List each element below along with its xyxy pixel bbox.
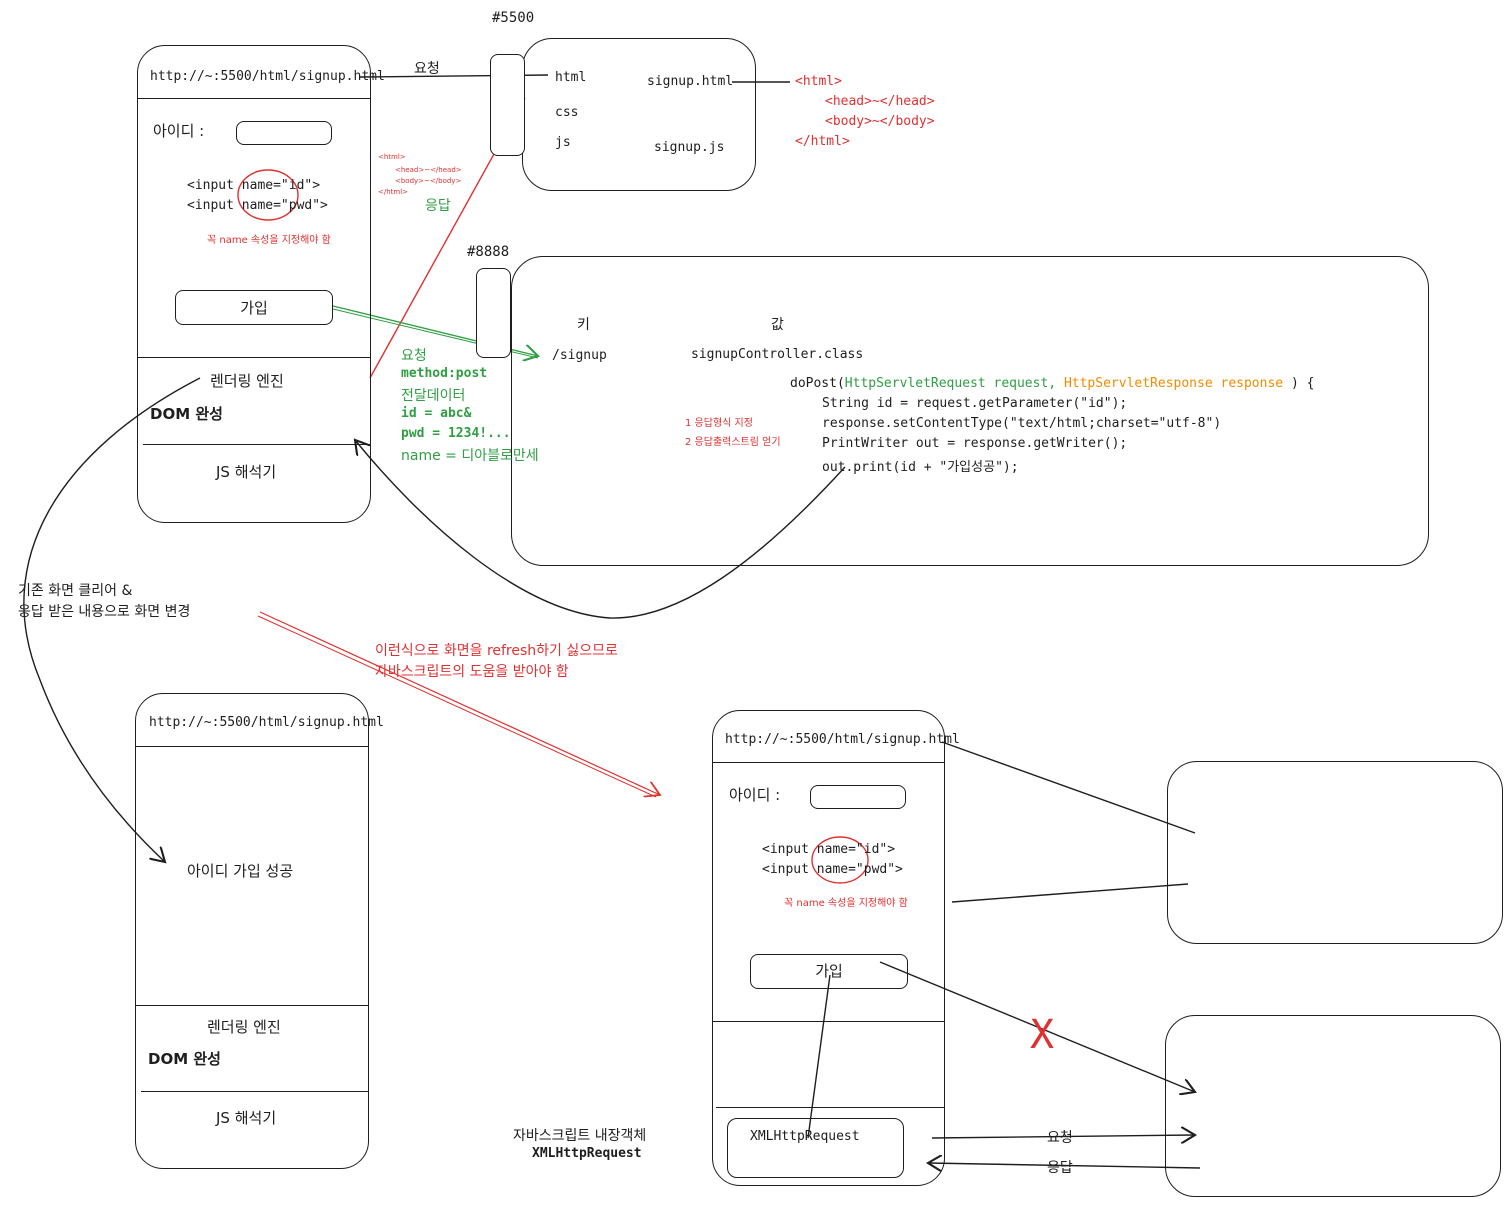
render-curve [23, 377, 201, 862]
browser1-dom: DOM 완성 [150, 405, 223, 423]
name-circle-2 [811, 836, 869, 884]
small-html-1: <html> [378, 153, 406, 161]
mapping-key: /signup [552, 348, 607, 363]
browser1-engine: 렌더링 엔진 [210, 372, 284, 390]
servlet-code-4: out.print(id + "가입성공"); [822, 460, 1019, 475]
refresh-arrow [259, 611, 660, 795]
browser3-code-2: <input name="pwd"> [762, 862, 903, 877]
dopost-param1: HttpServletRequest request, [844, 376, 1057, 391]
servlet-code-3: PrintWriter out = response.getWriter(); [822, 436, 1128, 451]
browser2-js: JS 해석기 [216, 1109, 277, 1127]
green-request-1: 요청 [401, 348, 427, 364]
html-code-1: <html> [795, 74, 842, 89]
server5500-file-html: html [555, 70, 587, 85]
server5500-file-css: css [555, 105, 579, 120]
green-request-5: pwd = 1234!... [401, 426, 511, 441]
dopost-param2: HttpServletResponse response [1063, 376, 1284, 391]
server5500-file-js: js [555, 135, 571, 150]
browser2-message: 아이디 가입 성공 [187, 862, 294, 880]
response-curve-8888 [355, 440, 846, 619]
html-code-4: </html> [795, 134, 850, 149]
dopost-suffix: ) { [1290, 376, 1315, 391]
server5500-file-signup-js: signup.js [654, 140, 725, 155]
browser-window-2 [135, 693, 369, 1169]
small-html-4: </html> [378, 188, 409, 196]
browser1-id-input[interactable] [236, 121, 332, 145]
browser1-code-2: <input name="pwd"> [187, 198, 328, 213]
button-to-xhr [807, 974, 831, 1139]
servlet-code-1: String id = request.getParameter("id"); [822, 396, 1128, 411]
browser2-url: http://~:5500/html/signup.html [149, 715, 384, 730]
browser3-code-1: <input name="id"> [762, 842, 896, 857]
servlet-note-2: 2 응답출력스트림 얻기 [685, 437, 781, 448]
clear-text-2: 응답 받은 내용으로 화면 변경 [18, 604, 191, 620]
browser2-engine: 렌더링 엔진 [207, 1018, 281, 1036]
browser1-code-1: <input name="id"> [187, 178, 321, 193]
name-circle-1 [237, 169, 299, 221]
small-html-3: <body>~</body> [395, 177, 462, 185]
browser3-xhr-label: XMLHttpRequest [750, 1129, 860, 1144]
html-code-2: <head>~</head> [825, 94, 935, 109]
js-builtin-2: XMLHttpRequest [532, 1146, 642, 1161]
servlet-note-1: 1 응답형식 지정 [685, 418, 753, 429]
browser1-note: 꼭 name 속성을 지정해야 함 [207, 235, 331, 246]
green-request-6: name = 디아블로만세 [401, 448, 539, 464]
js-builtin-1: 자바스크립트 내장객체 [513, 1128, 647, 1144]
browser-window-3 [712, 710, 945, 1186]
xhr-response-label: 응답 [1047, 1160, 1073, 1176]
xhr-request-arrow [931, 1135, 1195, 1138]
dopost-signature: doPost(HttpServletRequest request, HttpS… [790, 376, 1314, 391]
refresh-text-2: 자바스크립트의 도움을 받아야 함 [375, 664, 569, 680]
key-header: 키 [577, 317, 590, 333]
server5500-label: #5500 [492, 10, 535, 26]
browser3-url: http://~:5500/html/signup.html [725, 732, 960, 747]
url-to-box1 [941, 741, 1196, 834]
browser3-note: 꼭 name 속성을 지정해야 함 [784, 898, 908, 909]
value-header: 값 [771, 317, 784, 333]
browser3-signup-button[interactable]: 가입 [750, 954, 908, 989]
green-request-2: method:post [401, 366, 488, 381]
browser3-xhr-box[interactable] [727, 1118, 904, 1178]
input-to-box1 [951, 883, 1189, 903]
mapping-value: signupController.class [691, 347, 864, 362]
clear-text-1: 기존 화면 클리어 & [18, 583, 133, 599]
browser1-signup-label: 가입 [240, 299, 268, 317]
right-box-bottom [1165, 1015, 1501, 1197]
request-label-top: 요청 [414, 61, 440, 77]
green-request-4: id = abc& [401, 406, 472, 421]
dopost-prefix: doPost( [790, 376, 845, 391]
browser1-id-label: 아이디 : [153, 122, 205, 140]
green-request-3: 전달데이터 [401, 388, 466, 404]
xhr-request-label: 요청 [1047, 1130, 1073, 1146]
right-box-top [1167, 761, 1503, 944]
refresh-text-1: 이런식으로 화면을 refresh하기 싫으므로 [375, 643, 618, 659]
server5500-port [490, 54, 525, 156]
small-html-2: <head>~</head> [395, 166, 462, 174]
browser-window-1 [137, 45, 371, 523]
server8888-label: #8888 [467, 244, 510, 260]
button-to-box2 [879, 961, 1195, 1092]
servlet-code-2: response.setContentType("text/html;chars… [822, 416, 1222, 431]
server5500-file-signup-html: signup.html [647, 74, 734, 89]
browser3-id-label: 아이디 : [729, 786, 781, 804]
server8888-port [476, 268, 511, 358]
server8888-box [511, 256, 1429, 566]
html-code-3: <body>~</body> [825, 114, 935, 129]
browser2-dom: DOM 완성 [148, 1050, 221, 1068]
xhr-response-arrow [928, 1163, 1201, 1168]
response-label-top: 응답 [425, 198, 451, 214]
browser3-signup-label: 가입 [815, 962, 843, 980]
x-mark: X [1030, 1012, 1055, 1058]
browser1-js: JS 해석기 [216, 463, 277, 481]
browser1-signup-button[interactable]: 가입 [175, 290, 333, 325]
browser1-url: http://~:5500/html/signup.html [150, 69, 385, 84]
browser3-id-input[interactable] [810, 785, 906, 809]
